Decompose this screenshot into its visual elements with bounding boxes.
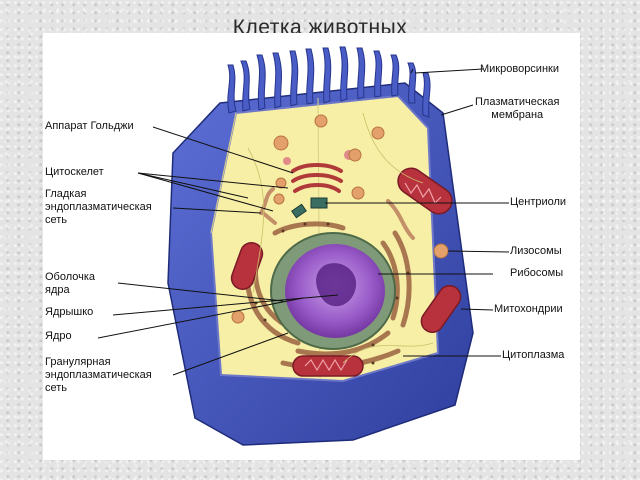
label-plasma-membrane: Плазматическая мембрана [475,96,560,121]
label-nucleolus: Ядрышко [45,306,94,318]
centrioles-group [291,197,328,219]
label-nuclear-envelope: Оболочка ядра [45,271,96,296]
label-golgi: Аппарат Гольджи [45,120,134,132]
label-cytoplasm: Цитоплазма [502,349,565,361]
label-centrioles: Центриоли [510,196,567,208]
animal-cell-diagram [97,46,510,446]
label-mitochondria: Митохондрии [494,303,563,315]
label-rough-er: Гранулярная эндоплазматическая сеть [45,356,152,394]
label-nucleus: Ядро [45,330,72,342]
label-ribosomes: Рибосомы [510,267,564,279]
microvilli-group [227,46,431,118]
smooth-er-group [259,187,415,240]
label-lysosomes: Лизосомы [510,245,562,257]
nucleolus-shape [316,263,357,307]
label-smooth-er: Гладкая эндоплазматическая сеть [45,188,152,226]
golgi-group [291,163,343,193]
cytoskeleton-group [247,112,434,364]
lysosomes-group [231,114,449,324]
label-microvilli: Микроворсинки [480,63,559,75]
cell-diagram-panel: Аппарат Гольджи Цитоскелет Гладкая эндоп… [43,33,580,460]
label-cytoskeleton: Цитоскелет [45,166,104,178]
leader-lines [97,68,510,376]
